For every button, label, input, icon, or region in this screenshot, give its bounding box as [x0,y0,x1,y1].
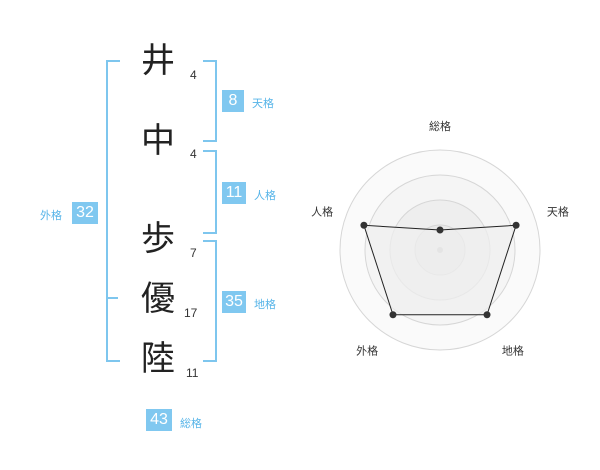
name-char-2: 中 [141,121,175,161]
stroke-count-5: 11 [186,366,199,380]
radar-point-2 [512,221,520,229]
stroke-count-4: 17 [184,306,198,320]
radar-axis-label-1: 総格 [429,119,451,133]
chikaku-value-badge: 35 [222,291,246,313]
jinkaku-label: 人格 [254,189,276,202]
radar-point-5 [360,221,368,229]
radar-axis-label-2: 天格 [547,205,569,219]
tenkaku-bracket [203,60,217,142]
tenkaku-label: 天格 [252,97,274,110]
radar-point-1 [436,226,444,234]
radar-series-polygon [363,224,517,316]
radar-axis-label-4: 外格 [356,343,378,357]
tenkaku-value-badge: 8 [222,90,244,112]
radar-axis-label-3: 地格 [502,343,524,357]
name-char-4: 優 [141,279,175,319]
stroke-count-1: 4 [190,68,197,82]
jinkaku-value-badge: 11 [222,182,246,204]
jinkaku-bracket [203,150,217,234]
radar-point-4 [389,311,397,319]
stroke-count-3: 7 [190,246,197,260]
gaikaku-bracket-tick [106,297,118,299]
chikaku-label: 地格 [254,298,276,311]
name-char-3: 歩 [141,219,175,259]
soukaku-label: 総格 [180,417,202,430]
gaikaku-label: 外格 [40,209,62,222]
soukaku-value-badge: 43 [146,409,172,431]
name-char-5: 陸 [141,339,175,379]
gaikaku-value-badge: 32 [72,202,98,224]
chikaku-bracket [203,240,217,362]
stroke-count-2: 4 [190,147,197,161]
name-char-1: 井 [141,41,175,81]
gaikaku-bracket [106,60,120,362]
radar-point-3 [483,311,491,319]
radar-axis-label-5: 人格 [311,205,333,219]
